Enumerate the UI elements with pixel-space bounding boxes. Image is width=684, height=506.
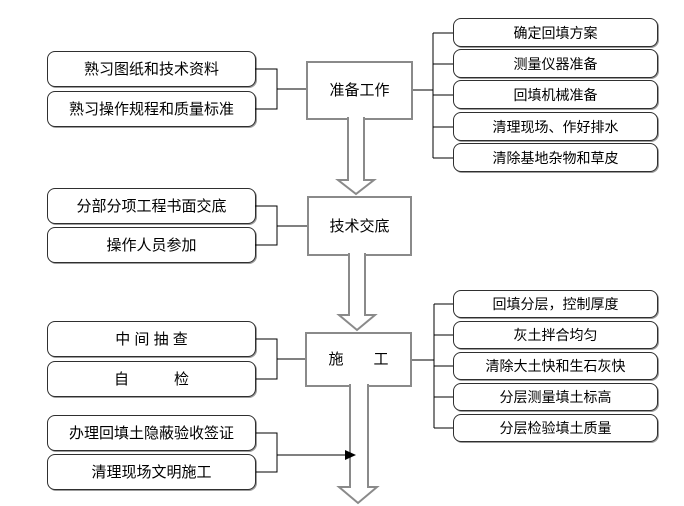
process-box-construction: 施 工 (305, 332, 412, 387)
stage4-input-bracket (256, 432, 345, 473)
stage4-input-box-2: 清理现场文明施工 (47, 454, 256, 490)
stage1-output-box-5: 清除基地杂物和草皮 (453, 143, 658, 172)
stage3-input-box-2: 自 检 (47, 361, 256, 397)
stage2-input-box-1: 分部分项工程书面交底 (47, 188, 256, 224)
stage3-output-box-2: 灰土拌合均匀 (453, 321, 658, 349)
stage2-input-box-2: 操作人员参加 (47, 227, 256, 263)
stage1-output-box-1: 确定回填方案 (453, 18, 658, 47)
stage1-output-box-3: 回填机械准备 (453, 80, 658, 109)
stage1-output-box-2: 测量仪器准备 (453, 49, 658, 78)
stage3-output-box-5: 分层检验填土质量 (453, 414, 658, 442)
stage3-output-box-1: 回填分层，控制厚度 (453, 290, 658, 318)
flow-arrow-preparation-to-disclosure (335, 117, 377, 196)
stage1-input-box-1: 熟习图纸和技术资料 (47, 51, 256, 87)
stage4-input-box-1: 办理回填土隐蔽验收签证 (47, 415, 256, 451)
stage1-input-box-2: 熟习操作规程和质量标准 (47, 91, 256, 127)
flow-arrow-disclosure-to-construction (336, 253, 378, 332)
stage1-input-bracket (255, 68, 306, 110)
stage3-output-box-4: 分层测量填土标高 (453, 383, 658, 411)
flow-arrow-construction-down (336, 384, 380, 505)
stage2-input-bracket (255, 205, 307, 246)
stage3-output-box-3: 清除大土快和生石灰快 (453, 352, 658, 380)
stage1-output-box-4: 清理现场、作好排水 (453, 112, 658, 141)
process-box-technical-disclosure: 技术交底 (307, 196, 412, 256)
stage3-output-bracket (412, 303, 453, 429)
stage3-input-box-1: 中 间 抽 查 (47, 321, 256, 357)
merge-arrowhead (345, 450, 356, 460)
process-box-preparation: 准备工作 (306, 61, 413, 120)
stage3-input-bracket (256, 338, 305, 380)
stage1-output-bracket (413, 32, 453, 159)
